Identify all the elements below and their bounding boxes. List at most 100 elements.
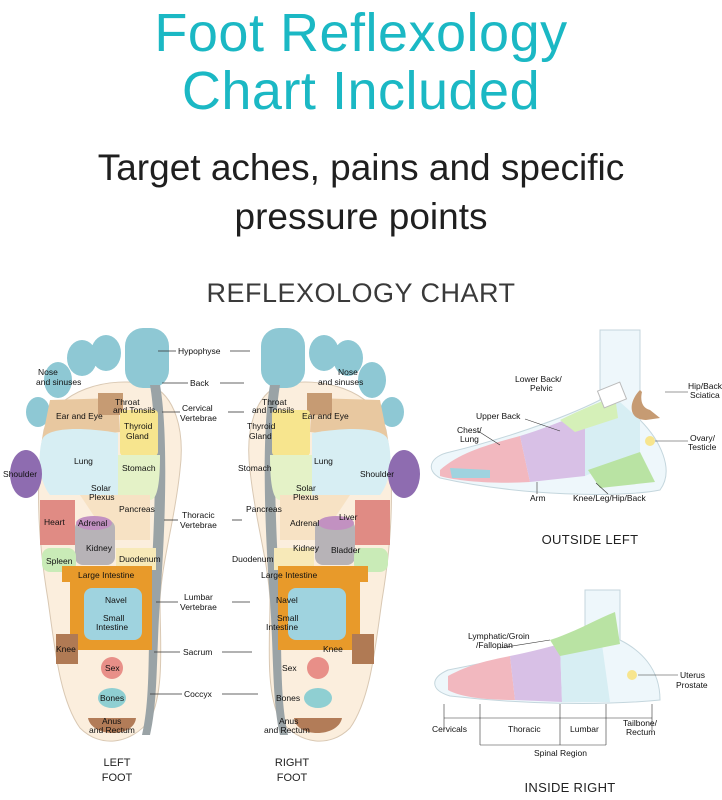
lf-pancreas: Pancreas [119, 504, 155, 514]
rf-sex: Sex [282, 663, 297, 673]
rf-adrenal: Adrenal [290, 518, 320, 528]
rf-throat-1: Throat [262, 397, 287, 407]
inside-right-caption: INSIDE RIGHT [524, 780, 616, 795]
rf-liver: Liver [339, 512, 358, 522]
lf-spleen: Spleen [46, 556, 73, 566]
rf-nose-2: and sinuses [318, 377, 364, 387]
center-leader-lines [150, 350, 258, 695]
rf-navel: Navel [276, 595, 298, 605]
label-cervical-2: Vertebrae [180, 413, 217, 423]
chart-title: REFLEXOLOGY CHART [206, 278, 516, 308]
right-foot-caption-2: FOOT [276, 772, 308, 784]
ol-chest-2: Lung [460, 434, 479, 444]
lf-thyroid-2: Gland [126, 431, 149, 441]
ol-hip-2: Sciatica [690, 390, 720, 400]
right-foot-caption-1: RIGHT [274, 757, 310, 769]
lf-sex: Sex [105, 663, 120, 673]
ir-lumbar: Lumbar [570, 724, 599, 734]
left-foot-sole [10, 328, 182, 742]
rf-pancreas: Pancreas [246, 504, 282, 514]
lf-heart: Heart [44, 517, 65, 527]
lf-bones: Bones [100, 693, 125, 703]
subtitle-line-2: pressure points [234, 196, 488, 237]
rf-bones: Bones [276, 693, 301, 703]
lf-throat-1: Throat [115, 397, 140, 407]
rf-anus-1: Anus [279, 716, 299, 726]
lf-lung: Lung [74, 456, 93, 466]
rf-thyroid-2: Gland [249, 431, 272, 441]
inside-right-foot [434, 589, 678, 746]
left-foot-caption-2: FOOT [101, 772, 133, 784]
ol-hip-1: Hip/Back [688, 381, 722, 391]
ir-thoracic: Thoracic [508, 724, 541, 734]
rf-nose-1: Nose [338, 367, 358, 377]
label-cervical-1: Cervical [182, 403, 213, 413]
lf-nose-2: and sinuses [36, 377, 82, 387]
label-coccyx: Coccyx [184, 689, 212, 699]
left-foot-caption-1: LEFT [103, 757, 131, 769]
lf-duodenum: Duodenum [119, 554, 161, 564]
right-foot-sole [248, 328, 420, 742]
lf-nose-1: Nose [38, 367, 58, 377]
ol-knee-leg: Knee/Leg/Hip/Back [573, 493, 646, 503]
rf-ear-eye: Ear and Eye [302, 411, 349, 421]
subtitle-line-1: Target aches, pains and specific [97, 147, 625, 188]
ol-chest-1: Chest/ [457, 425, 482, 435]
lf-anus-2: and Rectum [89, 725, 135, 735]
ol-ovary-1: Ovary/ [690, 433, 716, 443]
label-back: Back [190, 378, 209, 388]
lf-adrenal: Adrenal [78, 518, 108, 528]
ir-tailbone-1: Tailbone/ [623, 718, 658, 728]
ol-arm: Arm [530, 493, 546, 503]
lf-throat-2: and Tonsils [113, 405, 156, 415]
outside-left-foot [430, 329, 688, 495]
rf-thyroid-1: Thyroid [247, 421, 276, 431]
headline-line-2: Chart Included [181, 61, 541, 121]
lf-navel: Navel [105, 595, 127, 605]
lf-small-1: Small [103, 613, 125, 623]
ol-ovary-2: Testicle [688, 442, 717, 452]
label-sacrum: Sacrum [183, 647, 213, 657]
ir-lymph-1: Lymphatic/Groin [468, 631, 530, 641]
ir-spinal-region: Spinal Region [534, 748, 587, 758]
ir-lymph-2: /Fallopian [476, 640, 513, 650]
ir-uterus-1: Uterus [680, 670, 706, 680]
rf-large-intestine: Large Intestine [261, 570, 318, 580]
rf-duodenum: Duodenum [232, 554, 274, 564]
ir-tailbone-2: Rectum [626, 727, 656, 737]
rf-solar-1: Solar [296, 483, 316, 493]
rf-kidney: Kidney [293, 543, 319, 553]
lf-large-intestine: Large Intestine [78, 570, 135, 580]
rf-anus-2: and Rectum [264, 725, 310, 735]
lf-shoulder: Shoulder [3, 469, 38, 479]
rf-bladder: Bladder [331, 545, 361, 555]
label-lumbar-2: Vertebrae [180, 602, 217, 612]
ir-cervicals: Cervicals [432, 724, 467, 734]
lf-anus-1: Anus [102, 716, 122, 726]
lf-thyroid-1: Thyroid [124, 421, 153, 431]
label-thoracic-2: Vertebrae [180, 520, 217, 530]
lf-kidney: Kidney [86, 543, 112, 553]
ir-uterus-2: Prostate [676, 680, 708, 690]
ol-upper-back: Upper Back [476, 411, 521, 421]
lf-solar-1: Solar [91, 483, 111, 493]
rf-stomach: Stomach [238, 463, 272, 473]
lf-ear-eye: Ear and Eye [56, 411, 103, 421]
rf-shoulder: Shoulder [360, 469, 395, 479]
label-lumbar-1: Lumbar [184, 592, 213, 602]
label-hypophyse: Hypophyse [178, 346, 221, 356]
label-thoracic-1: Thoracic [182, 510, 215, 520]
rf-solar-2: Plexus [293, 492, 319, 502]
headline-line-1: Foot Reflexology [154, 3, 568, 63]
rf-small-2: Intestine [266, 622, 299, 632]
outside-left-caption: OUTSIDE LEFT [541, 532, 639, 547]
lf-knee: Knee [56, 644, 76, 654]
rf-knee: Knee [323, 644, 343, 654]
lf-small-2: Intestine [96, 622, 129, 632]
lf-solar-2: Plexus [89, 492, 115, 502]
rf-throat-2: and Tonsils [252, 405, 295, 415]
rf-lung: Lung [314, 456, 333, 466]
rf-small-1: Small [277, 613, 299, 623]
ol-lower-back-2: Pelvic [530, 383, 553, 393]
